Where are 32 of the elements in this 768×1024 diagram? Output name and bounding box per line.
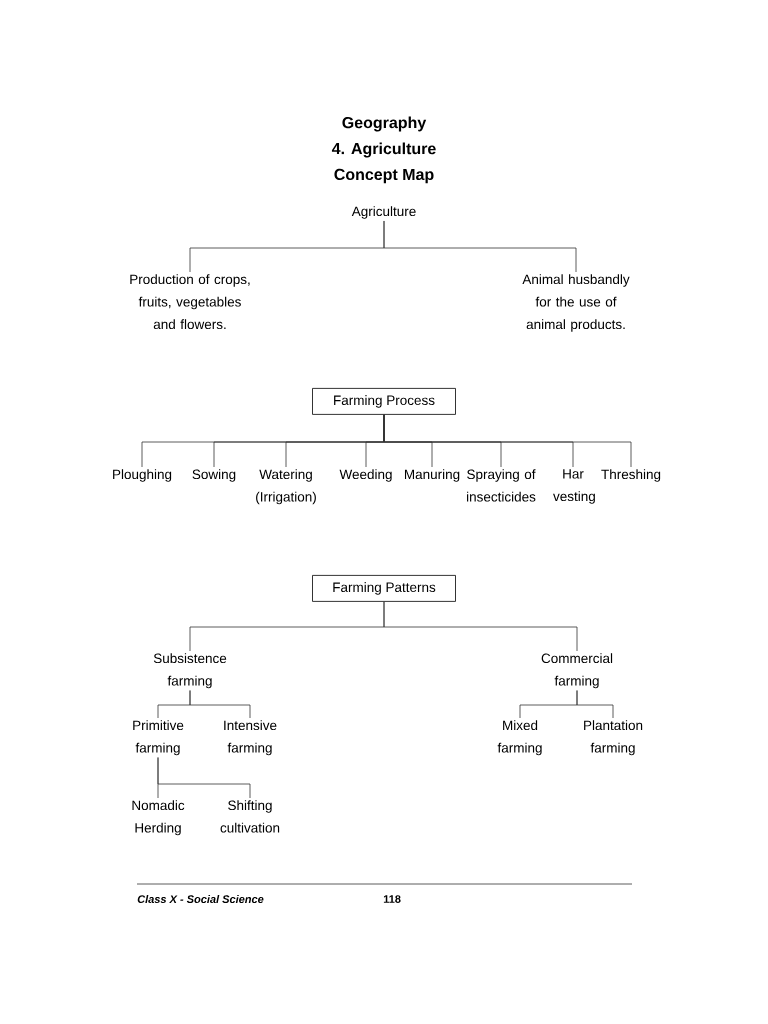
concept-text: Subsistence farming [153,653,227,689]
concept-text: Weeding [339,469,392,482]
concept-text: Manuring [405,469,460,482]
footer-text: Class X - Social Science [137,894,264,904]
concept-text: Watering (Irrigation) [256,469,316,505]
concept-text: Commercial farming [541,653,613,689]
heading: 4. Agriculture [331,142,436,158]
connector-line [576,690,614,719]
process-box: Farming Patterns [312,575,456,602]
concept-text: Nomadic Herding [132,800,185,836]
concept-text: Ploughing [113,469,172,482]
concept-text: Sowing [192,469,236,482]
heading: Concept Map [334,168,434,184]
concept-text: Mixed farming [497,720,542,756]
concept-text: Primitive farming [133,720,184,756]
concept-text: Har vesting [553,469,595,504]
connector-line [189,690,251,719]
connector-line [383,414,632,468]
connector-line [157,757,251,799]
page-number: 118 [383,895,401,903]
connector-line [383,220,577,273]
concept-text: Shifting cultivation [220,800,280,833]
concept-text: Plantation farming [584,720,643,756]
concept-text: Animal husbandly for the use of animal products. [522,274,630,332]
concept-text: Intensive farming [224,720,277,756]
connector-line [383,601,578,652]
concept-text: Production of crops, fruits, vegetables and flowers. [130,274,250,330]
process-box: Farming Process [312,388,456,415]
heading: Geography [342,116,427,132]
concept-text: Spraying of insecticides [467,469,536,502]
concept-text: Agriculture [351,206,416,219]
concept-text: Threshing [601,469,661,482]
